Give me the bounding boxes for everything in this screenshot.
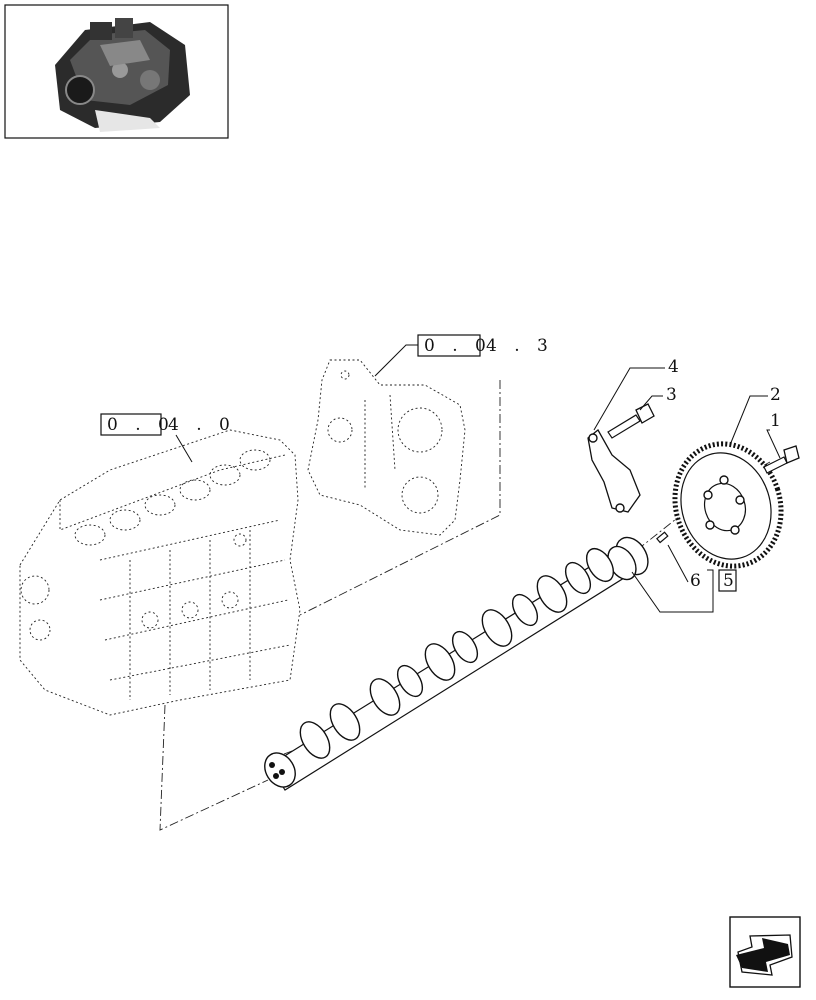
reference-label-block[interactable]: 0 . 0 4 . 0 [100, 413, 236, 463]
next-page-arrow-icon[interactable] [729, 916, 801, 988]
reference-block-rest: 4 . 0 [168, 415, 236, 435]
kit-bracket-line [631, 569, 714, 613]
cam-lobes [299, 547, 615, 759]
leader-line [374, 344, 418, 377]
bolt-1[interactable] [763, 445, 800, 474]
camshaft[interactable] [259, 532, 655, 793]
engine-block-phantom [19, 429, 301, 716]
bolt-3[interactable] [607, 403, 655, 439]
dowel-pin[interactable] [656, 531, 669, 544]
alignment-lines [159, 380, 771, 831]
timing-cover-phantom [307, 359, 466, 536]
callout-number: 3 [666, 385, 677, 405]
callout-3[interactable]: 3 [639, 385, 677, 411]
callout-6[interactable]: 6 [667, 544, 701, 591]
callout-number: 2 [770, 385, 781, 405]
thrust-plate[interactable] [587, 429, 641, 513]
thumbnail-frame[interactable] [4, 4, 229, 139]
kit-bracket-5[interactable]: 5 [631, 569, 737, 613]
callout-number: 1 [770, 411, 781, 431]
reference-cover-rest: 4 . 3 [486, 336, 554, 356]
callout-2[interactable]: 2 [729, 385, 781, 446]
camshaft-gear[interactable] [659, 430, 796, 580]
callout-4[interactable]: 4 [593, 357, 679, 431]
reference-label-cover[interactable]: 0 . 0 4 . 3 [374, 334, 554, 377]
kit-number: 5 [723, 571, 734, 591]
engine-thumbnail-image [55, 18, 190, 132]
reference-block-boxed: 0 . 0 [107, 415, 175, 435]
leader-line [175, 434, 193, 463]
callout-1[interactable]: 1 [766, 411, 781, 459]
callout-number: 4 [668, 357, 679, 377]
reference-cover-boxed: 0 . 0 [424, 336, 492, 356]
callout-number: 6 [690, 571, 701, 591]
